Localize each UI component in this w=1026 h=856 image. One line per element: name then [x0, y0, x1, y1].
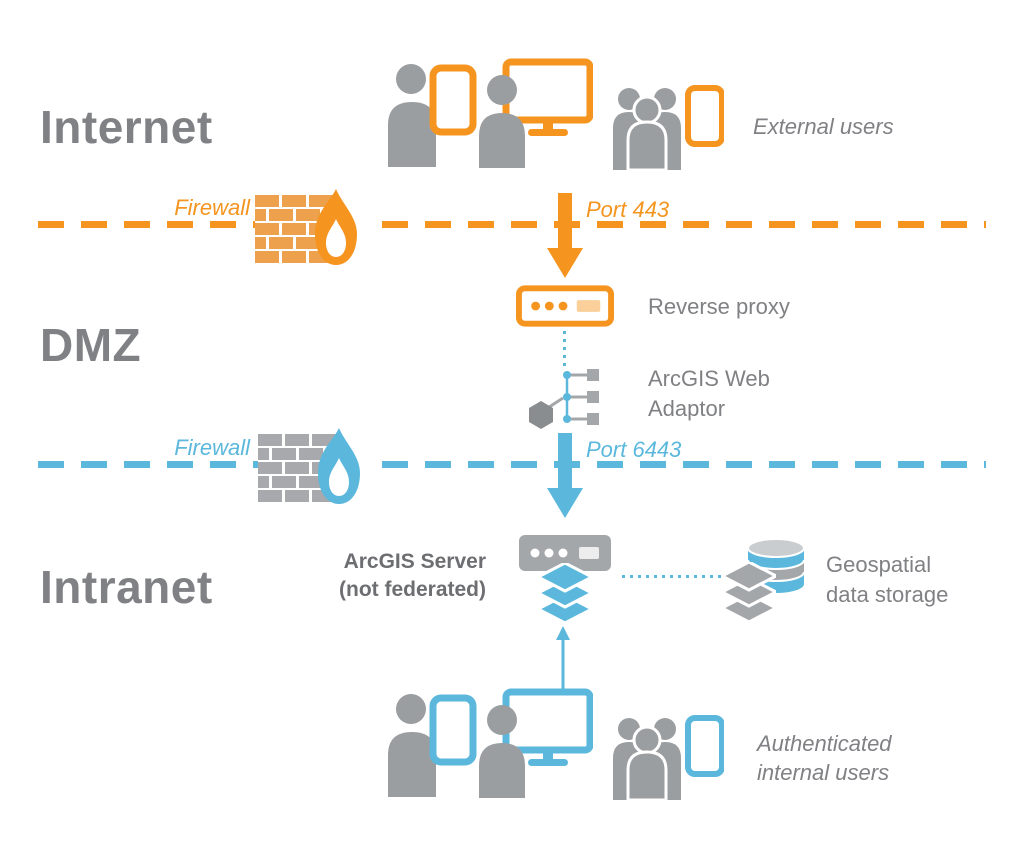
storage-label-line2: data storage	[826, 582, 949, 607]
reverse-proxy-label: Reverse proxy	[648, 294, 790, 319]
person-tablet-icon-external	[383, 62, 478, 167]
server-to-storage-connector	[622, 575, 722, 578]
zone-label-intranet: Intranet	[40, 561, 213, 613]
web-adaptor-label: ArcGIS Web Adaptor	[648, 364, 770, 424]
firewall-bottom-dashed-line	[38, 461, 986, 468]
firewall-top-dashed-line	[38, 221, 986, 228]
user-group-tablet-icon-internal	[612, 712, 724, 800]
port-6443-label: Port 6443	[586, 437, 682, 462]
arcgis-server-label-line2: (not federated)	[339, 578, 486, 601]
web-adaptor-icon	[527, 367, 607, 429]
reverse-proxy-icon	[516, 285, 614, 327]
external-users-label: External users	[753, 114, 894, 139]
internal-users-label-line2: internal users	[757, 760, 890, 785]
storage-label: Geospatial data storage	[826, 550, 948, 610]
firewall-top-icon	[255, 183, 370, 278]
person-tablet-icon-internal	[383, 692, 478, 797]
flame-icon	[318, 428, 360, 504]
arcgis-server-label: ArcGIS Server (not federated)	[286, 548, 486, 604]
up-arrow-icon-internal-users	[553, 626, 573, 690]
web-adaptor-label-line2: Adaptor	[648, 396, 726, 421]
flame-icon	[315, 189, 357, 265]
arcgis-server-label-line1: ArcGIS Server	[343, 550, 486, 573]
web-adaptor-label-line1: ArcGIS Web	[648, 366, 770, 391]
zone-label-dmz: DMZ	[40, 319, 142, 371]
server-layers-icon	[538, 563, 592, 625]
port-443-label: Port 443	[586, 197, 670, 222]
firewall-bottom-icon	[258, 422, 373, 517]
person-monitor-icon-internal	[478, 688, 593, 798]
down-arrow-icon-port443	[547, 193, 583, 278]
zone-label-internet: Internet	[40, 101, 213, 153]
down-arrow-icon-port6443	[547, 433, 583, 518]
proxy-to-adaptor-connector	[563, 331, 566, 369]
firewall-bottom-label: Firewall	[174, 435, 250, 460]
storage-label-line1: Geospatial	[826, 552, 932, 577]
storage-layers-icon	[722, 562, 776, 624]
internal-users-label: Authenticated internal users	[757, 729, 892, 787]
internal-users-label-line1: Authenticated	[757, 731, 892, 756]
arcgis-server-icon	[519, 535, 611, 571]
user-group-tablet-icon-external	[612, 82, 724, 170]
firewall-top-label: Firewall	[174, 195, 250, 220]
person-monitor-icon-external	[478, 58, 593, 168]
